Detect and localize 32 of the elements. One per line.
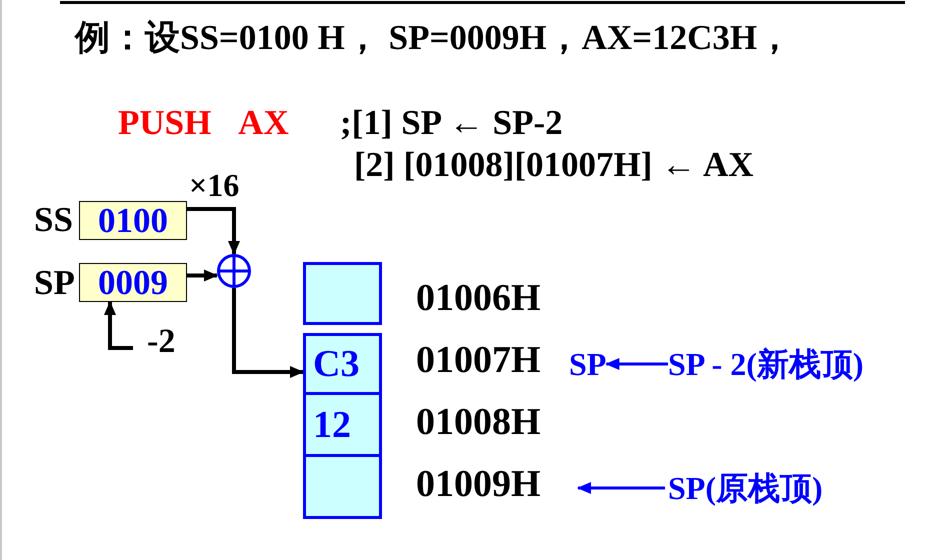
edge-label: ×16 bbox=[189, 169, 240, 201]
connector-arrow bbox=[577, 482, 665, 494]
connector-arrow bbox=[187, 207, 240, 255]
instruction-comment: ;[1] SP ← SP-2 bbox=[340, 105, 563, 140]
register-box bbox=[79, 201, 187, 240]
memory-address: 01008H bbox=[416, 403, 541, 441]
stack-cell bbox=[303, 262, 382, 325]
register-name: SS bbox=[34, 202, 73, 237]
memory-address: 01006H bbox=[416, 279, 541, 317]
register-value: 0009 bbox=[98, 265, 168, 300]
instruction-comment: [2] [01008][01007H] ← AX bbox=[354, 147, 754, 182]
stack-cell bbox=[303, 395, 382, 457]
connector-arrow bbox=[104, 301, 133, 350]
register-name: SP bbox=[34, 265, 75, 300]
memory-address: 01007H bbox=[416, 341, 541, 379]
pointer-label: SP bbox=[569, 348, 606, 380]
stack-cell bbox=[303, 457, 382, 519]
connector-arrow bbox=[605, 358, 668, 370]
cell-value: C3 bbox=[313, 345, 360, 383]
instruction-text: PUSH AX bbox=[118, 105, 289, 140]
pointer-label: SP - 2(新栈顶) bbox=[668, 348, 864, 380]
sum-symbol bbox=[217, 254, 251, 288]
register-value: 0100 bbox=[98, 203, 168, 238]
register-box bbox=[79, 263, 187, 302]
cell-value: 12 bbox=[313, 406, 351, 444]
pointer-label: SP(原栈顶) bbox=[668, 472, 823, 504]
connector-arrow bbox=[232, 288, 304, 378]
problem-statement: 例：设SS=0100 H， SP=0009H，AX=12C3H， bbox=[75, 20, 792, 55]
memory-address: 01009H bbox=[416, 465, 541, 503]
edge-label: -2 bbox=[147, 325, 176, 359]
connector-arrow bbox=[187, 270, 218, 282]
stack-cell bbox=[303, 333, 382, 395]
